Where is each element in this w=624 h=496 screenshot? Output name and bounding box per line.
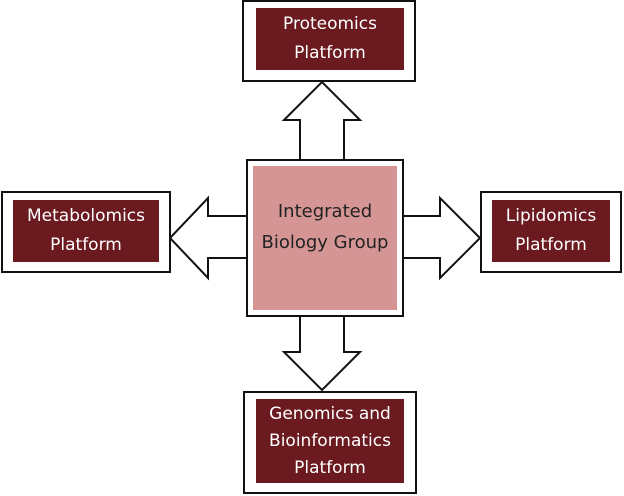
genomics-node-line-3: Platform — [294, 457, 366, 478]
proteomics-node: Proteomics Platform — [256, 8, 404, 70]
arrow-up — [281, 80, 363, 161]
center-node-line-2: Biology Group — [261, 232, 389, 253]
metabolomics-node-line-2: Platform — [50, 235, 122, 255]
arrow-right — [399, 195, 482, 281]
genomics-node-line-1: Genomics and — [269, 403, 391, 424]
arrow-down — [281, 315, 363, 392]
center-node-line-1: Integrated — [277, 201, 373, 222]
genomics-node: Genomics and Bioinformatics Platform — [256, 399, 404, 483]
metabolomics-node: Metabolomics Platform — [13, 200, 159, 262]
proteomics-node-line-1: Proteomics — [283, 14, 377, 34]
lipidomics-node-line-2: Platform — [515, 235, 587, 255]
center-node: Integrated Biology Group — [253, 166, 397, 310]
lipidomics-node: Lipidomics Platform — [492, 200, 610, 262]
proteomics-node-line-2: Platform — [294, 43, 366, 63]
genomics-node-line-2: Bioinformatics — [269, 430, 391, 451]
lipidomics-node-line-1: Lipidomics — [505, 206, 597, 226]
arrow-left — [168, 195, 249, 281]
metabolomics-node-line-1: Metabolomics — [26, 206, 145, 226]
